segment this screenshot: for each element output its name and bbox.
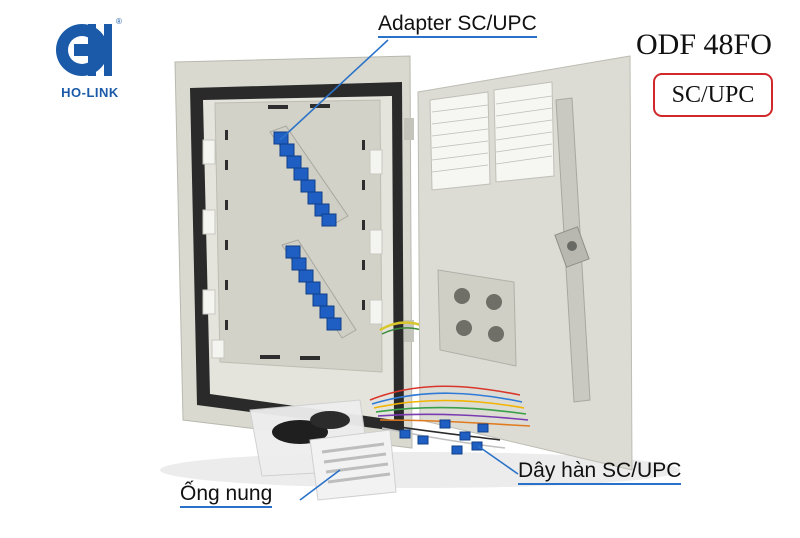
callout-ong-nung: Ống nung (180, 482, 273, 508)
callout-adapter-label: Adapter SC/UPC (378, 12, 537, 35)
callout-ong-nung-label: Ống nung (180, 482, 273, 505)
callout-adapter-underline (378, 36, 537, 38)
callout-ong-nung-underline (180, 506, 273, 508)
product-title: ODF 48FO (636, 28, 772, 61)
cabinet-door (417, 55, 633, 471)
callout-adapter: Adapter SC/UPC (378, 12, 537, 38)
ho-link-logo-icon: ® (56, 17, 122, 76)
adapter-group-upper (269, 125, 349, 227)
connector-badge: SC/UPC (653, 73, 773, 117)
callout-day-han-label: Dây hàn SC/UPC (518, 459, 682, 482)
accessory-bags (249, 399, 397, 501)
callout-day-han: Dây hàn SC/UPC (518, 459, 682, 485)
svg-text:®: ® (116, 17, 122, 26)
adapter-group-lower (281, 239, 357, 339)
pigtail-bundle (369, 385, 531, 449)
pigtail-connectors (399, 419, 489, 455)
brand-name: HO-LINK (61, 85, 119, 100)
callout-day-han-underline (518, 483, 682, 485)
